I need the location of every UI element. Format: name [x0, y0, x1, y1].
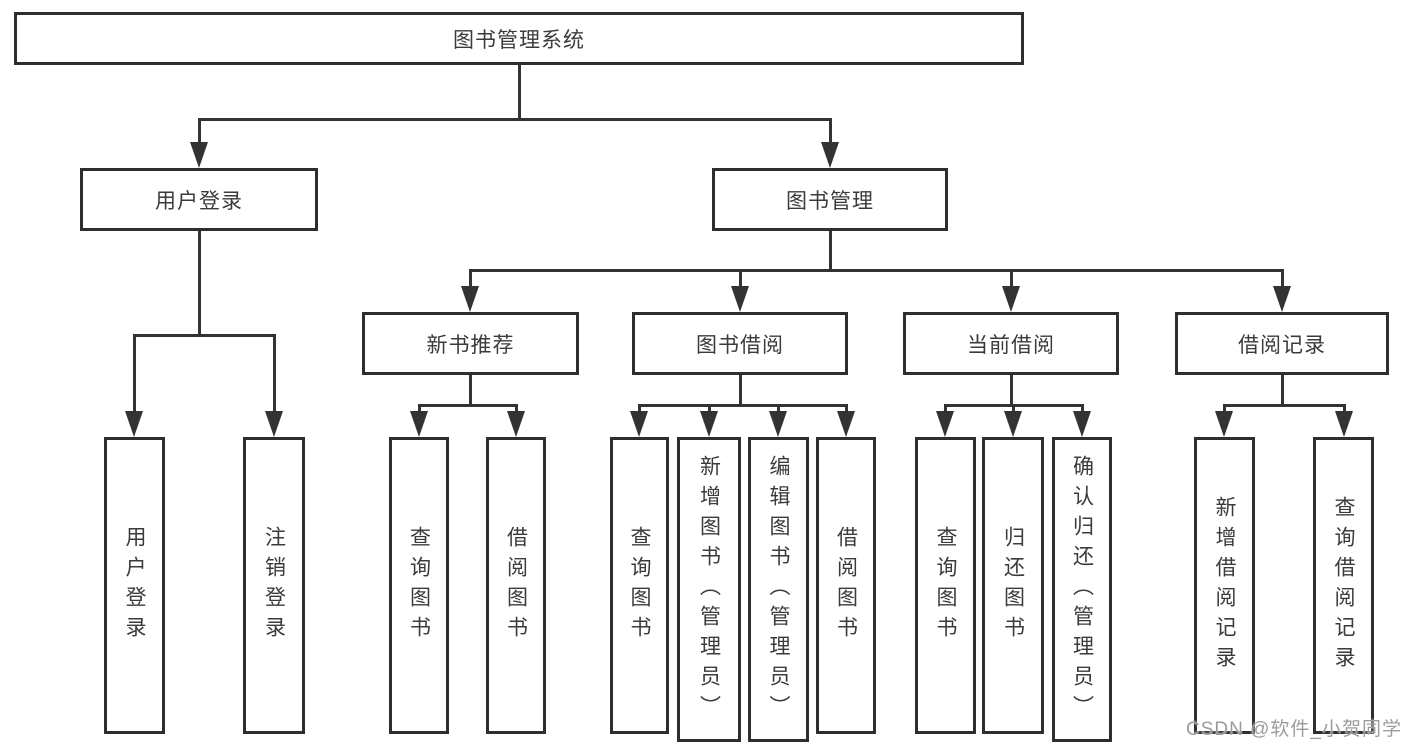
node-current-borrowing: 当前借阅: [903, 312, 1119, 375]
node-root-label: 图书管理系统: [453, 28, 585, 52]
connector-line: [777, 405, 780, 415]
leaf-query-books-current: 查询图书: [915, 437, 976, 734]
connector-line: [638, 405, 641, 415]
arrowhead-icon: [769, 411, 787, 437]
leaf-query-books-recommend: 查询图书: [389, 437, 449, 734]
connector-line: [1223, 405, 1226, 415]
node-book-management: 图书管理: [712, 168, 948, 231]
arrowhead-icon: [190, 142, 208, 168]
arrowhead-icon: [837, 411, 855, 437]
leaf-return-book: 归还图书: [982, 437, 1044, 734]
leaf-query-borrow-record: 查询借阅记录: [1313, 437, 1374, 734]
leaf-confirm-return-admin-label: 确认归还（管理员）: [1070, 454, 1094, 725]
csdn-watermark: CSDN @软件_小贺同学: [1186, 719, 1402, 740]
connector-line: [829, 119, 832, 145]
arrowhead-icon: [1335, 411, 1353, 437]
leaf-add-borrow-record-label: 新增借阅记录: [1213, 495, 1236, 676]
connector-line: [1081, 405, 1084, 415]
connector-line: [1281, 375, 1284, 407]
arrowhead-icon: [1002, 286, 1020, 312]
connector-line: [944, 405, 947, 415]
leaf-return-book-label: 归还图书: [1001, 525, 1025, 646]
arrowhead-icon: [731, 286, 749, 312]
node-book-borrowing-label: 图书借阅: [696, 333, 784, 357]
leaf-add-book-admin-label: 新增图书（管理员）: [697, 454, 721, 725]
arrowhead-icon: [1073, 411, 1091, 437]
leaf-query-borrow-record-label: 查询借阅记录: [1332, 495, 1355, 676]
node-user-login-label: 用户登录: [155, 189, 243, 213]
leaf-user-login-label: 用户登录: [123, 525, 146, 646]
connector-line: [418, 404, 518, 407]
leaf-user-login: 用户登录: [104, 437, 165, 734]
connector-line: [518, 65, 521, 121]
leaf-query-books-current-label: 查询图书: [934, 525, 957, 646]
arrowhead-icon: [936, 411, 954, 437]
arrowhead-icon: [507, 411, 525, 437]
leaf-confirm-return-admin: 确认归还（管理员）: [1052, 437, 1112, 742]
connector-line: [469, 269, 1284, 272]
leaf-borrow-books-recommend-label: 借阅图书: [504, 525, 528, 646]
leaf-query-books-borrowing-label: 查询图书: [628, 525, 651, 646]
leaf-add-borrow-record: 新增借阅记录: [1194, 437, 1255, 734]
arrowhead-icon: [461, 286, 479, 312]
node-new-book-recommend: 新书推荐: [362, 312, 579, 375]
arrowhead-icon: [1215, 411, 1233, 437]
connector-line: [739, 270, 742, 290]
connector-line: [638, 404, 848, 407]
arrowhead-icon: [821, 142, 839, 168]
leaf-borrow-books-borrowing: 借阅图书: [816, 437, 876, 734]
connector-line: [469, 270, 472, 290]
arrowhead-icon: [1273, 286, 1291, 312]
connector-line: [198, 118, 832, 121]
connector-line: [845, 405, 848, 415]
node-book-management-label: 图书管理: [786, 189, 874, 213]
connector-line: [1281, 270, 1284, 290]
connector-line: [1012, 405, 1015, 415]
connector-line: [418, 405, 421, 415]
arrowhead-icon: [125, 411, 143, 437]
node-borrowing-records-label: 借阅记录: [1238, 333, 1326, 357]
node-new-book-recommend-label: 新书推荐: [426, 333, 515, 357]
leaf-edit-book-admin: 编辑图书（管理员）: [748, 437, 809, 742]
leaf-query-books-borrowing: 查询图书: [610, 437, 669, 734]
leaf-edit-book-admin-label: 编辑图书（管理员）: [767, 454, 790, 725]
connector-line: [515, 405, 518, 415]
connector-line: [1223, 404, 1346, 407]
connector-line: [829, 231, 832, 272]
leaf-query-books-recommend-label: 查询图书: [407, 525, 431, 646]
node-current-borrowing-label: 当前借阅: [967, 333, 1055, 357]
connector-line: [1010, 270, 1013, 290]
leaf-add-book-admin: 新增图书（管理员）: [677, 437, 741, 742]
connector-line: [273, 335, 276, 415]
connector-line: [198, 231, 201, 337]
node-user-login: 用户登录: [80, 168, 318, 231]
arrowhead-icon: [410, 411, 428, 437]
arrowhead-icon: [630, 411, 648, 437]
arrowhead-icon: [265, 411, 283, 437]
connector-line: [1010, 375, 1013, 407]
node-root: 图书管理系统: [14, 12, 1024, 65]
connector-line: [133, 335, 136, 415]
connector-line: [739, 375, 742, 407]
node-book-borrowing: 图书借阅: [632, 312, 848, 375]
leaf-logout: 注销登录: [243, 437, 305, 734]
arrowhead-icon: [1004, 411, 1022, 437]
connector-line: [133, 334, 276, 337]
leaf-borrow-books-recommend: 借阅图书: [486, 437, 546, 734]
connector-line: [198, 119, 201, 145]
leaf-borrow-books-borrowing-label: 借阅图书: [834, 525, 858, 646]
leaf-logout-label: 注销登录: [262, 525, 286, 646]
connector-line: [1343, 405, 1346, 415]
connector-line: [469, 375, 472, 407]
arrowhead-icon: [700, 411, 718, 437]
connector-line: [708, 405, 711, 415]
node-borrowing-records: 借阅记录: [1175, 312, 1389, 375]
